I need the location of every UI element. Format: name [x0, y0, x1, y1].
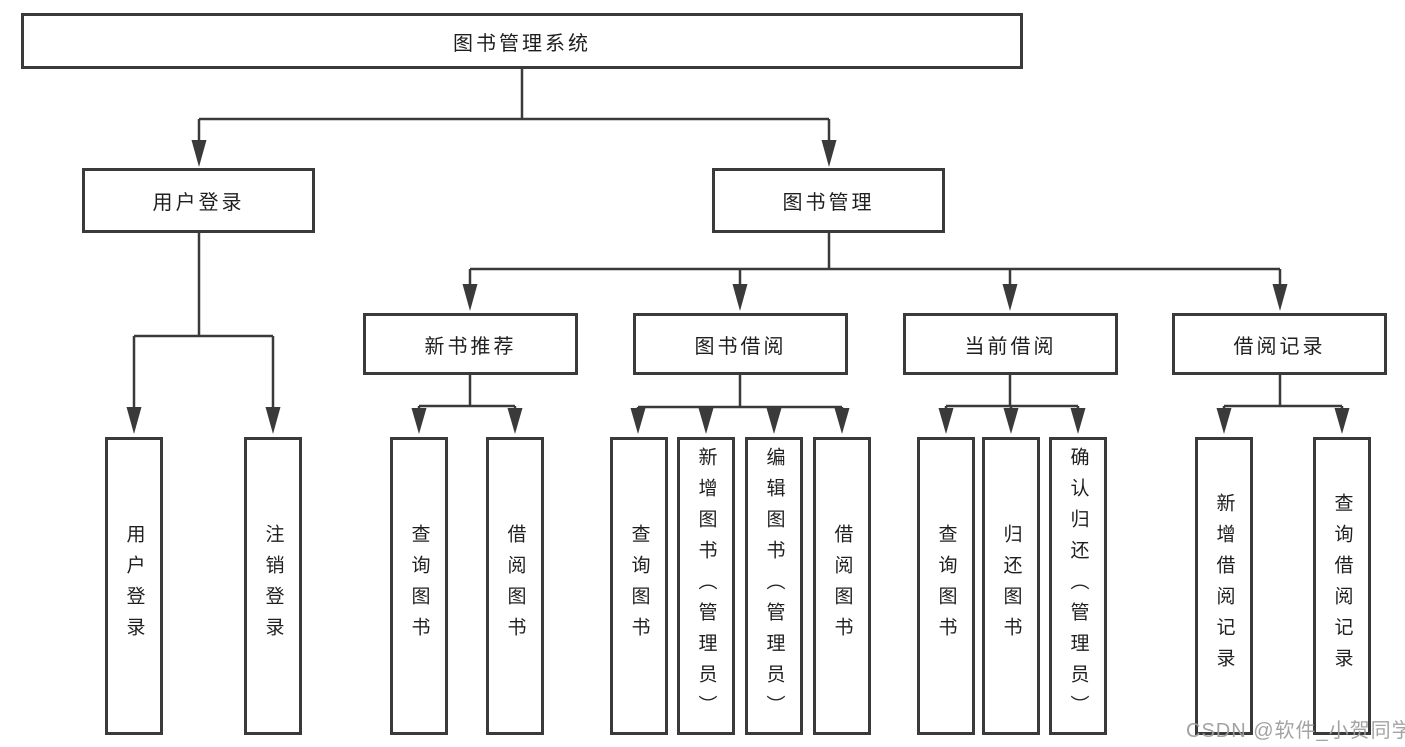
arrow-down-icon [1070, 408, 1086, 434]
leaf-label: 用户登录 [123, 524, 145, 648]
node-label: 当前借阅 [964, 335, 1057, 358]
node-borrow-records: 借阅记录 [1172, 313, 1387, 375]
node-label: 图书借阅 [694, 335, 787, 358]
arrow-down-icon [630, 408, 646, 434]
node-label: 用户登录 [152, 192, 245, 214]
node-new-book-recommend: 新书推荐 [363, 313, 578, 375]
leaf-label: 注销登录 [262, 524, 284, 648]
arrow-down-icon [462, 284, 478, 311]
leaf-query-borrow-record: 查询借阅记录 [1313, 437, 1371, 735]
leaf-label: 新增借阅记录 [1213, 493, 1235, 679]
arrow-down-icon [1272, 284, 1288, 311]
arrow-down-icon [938, 408, 954, 434]
connector-book-borrow-branch [636, 375, 844, 411]
leaf-query-books-borrow: 查询图书 [610, 437, 668, 735]
leaf-borrow-books-recommend: 借阅图书 [486, 437, 544, 735]
node-library-management-system: 图书管理系统 [21, 13, 1023, 69]
node-label: 图书管理系统 [453, 32, 591, 55]
leaf-user-login: 用户登录 [105, 437, 163, 735]
arrow-down-icon [834, 408, 850, 434]
leaf-label: 确认归还（管理员） [1067, 446, 1089, 726]
arrow-down-icon [191, 140, 207, 167]
node-label: 新书推荐 [424, 335, 517, 358]
leaf-return-books: 归还图书 [982, 437, 1040, 735]
leaf-confirm-return-admin: 确认归还（管理员） [1049, 437, 1107, 735]
leaf-label: 借阅图书 [831, 524, 853, 648]
csdn-watermark: CSDN @软件_小贺同学 [1186, 720, 1405, 742]
leaf-borrow-books: 借阅图书 [813, 437, 871, 735]
connector-book-mgmt-branch [468, 233, 1282, 287]
leaf-label: 新增图书（管理员） [695, 446, 717, 726]
leaf-label: 查询借阅记录 [1331, 493, 1353, 679]
leaf-label: 查询图书 [628, 524, 650, 648]
connector-current-borrow-branch [944, 375, 1080, 411]
leaf-query-books-current: 查询图书 [917, 437, 975, 735]
leaf-edit-books-admin: 编辑图书（管理员） [745, 437, 803, 735]
connector-new-books-branch [417, 375, 517, 411]
leaf-label: 借阅图书 [504, 524, 526, 648]
arrow-down-icon [732, 284, 748, 311]
arrow-down-icon [1003, 408, 1019, 434]
leaf-label: 编辑图书（管理员） [763, 446, 785, 726]
arrow-down-icon [126, 407, 142, 434]
arrow-down-icon [766, 408, 782, 434]
leaf-label: 归还图书 [1000, 524, 1022, 648]
connector-user-login-branch [132, 233, 275, 410]
arrow-down-icon [265, 407, 281, 434]
node-label: 图书管理 [782, 192, 875, 214]
arrow-down-icon [821, 140, 837, 167]
node-user-login: 用户登录 [82, 168, 315, 233]
arrow-down-icon [507, 408, 523, 434]
connector-borrow-records-branch [1222, 375, 1344, 411]
leaf-add-books-admin: 新增图书（管理员） [677, 437, 735, 735]
leaf-add-borrow-record: 新增借阅记录 [1195, 437, 1253, 735]
connector-root-branch [197, 69, 831, 143]
arrow-down-icon [1216, 408, 1232, 434]
leaf-query-books-recommend: 查询图书 [390, 437, 448, 735]
node-book-management: 图书管理 [712, 168, 945, 233]
node-book-borrow: 图书借阅 [633, 313, 848, 375]
leaf-label: 查询图书 [935, 524, 957, 648]
arrow-down-icon [1002, 284, 1018, 311]
leaf-logout: 注销登录 [244, 437, 302, 735]
arrow-down-icon [411, 408, 427, 434]
leaf-label: 查询图书 [408, 524, 430, 648]
node-current-borrow: 当前借阅 [903, 313, 1118, 375]
arrow-down-icon [1334, 408, 1350, 434]
node-label: 借阅记录 [1233, 335, 1326, 358]
arrow-down-icon [698, 408, 714, 434]
